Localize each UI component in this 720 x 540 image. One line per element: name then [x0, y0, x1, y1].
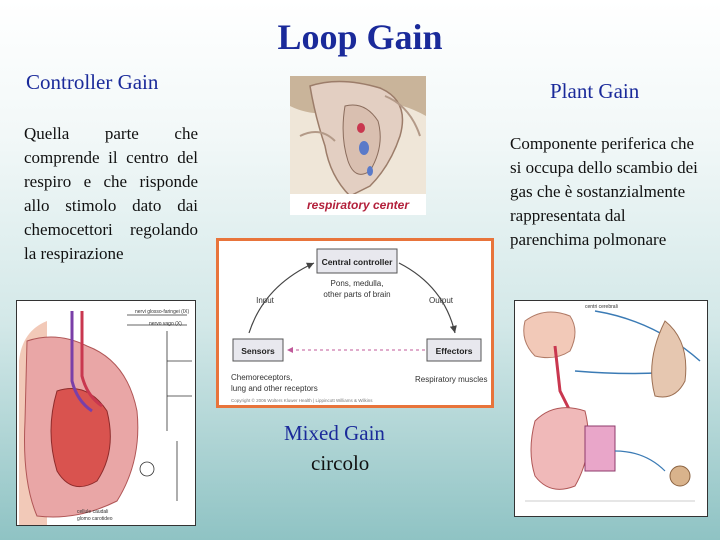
respiratory-system-image: centri cerebrali [514, 300, 708, 517]
mixed-gain-heading: Mixed Gain [284, 421, 385, 445]
brainstem-image: respiratory center [290, 76, 426, 215]
effectors-box [426, 338, 482, 362]
sensors-detail-line2: lung and other receptors [231, 384, 318, 393]
controller-detail-line2: other parts of brain [323, 290, 390, 299]
sensors-label: Sensors [241, 346, 275, 356]
brainstem-illustration: respiratory center [290, 76, 426, 215]
central-controller-label: Central controller [322, 257, 394, 267]
central-controller-box [316, 248, 398, 274]
plant-gain-heading: Plant Gain [550, 79, 640, 103]
sensors-detail-line1: Chemoreceptors, [231, 373, 292, 382]
effectors-label: Effectors [436, 346, 473, 356]
effectors-detail: Respiratory muscles [415, 375, 487, 384]
controller-gain-heading: Controller Gain [26, 70, 159, 94]
control-loop-diagram: Central controller Pons, medulla, other … [216, 238, 494, 408]
mixed-gain-subtitle: circolo [311, 451, 370, 475]
slide-title: Loop Gain [277, 17, 443, 57]
controller-gain-description: Quella parte che comprende il centro del… [24, 124, 198, 263]
lungs-label-top: centri cerebrali [585, 304, 618, 310]
chest-label-top: nervi glosso-faringei (IX) [135, 309, 190, 315]
chest-label-vagus: nervo vago (X) [149, 321, 182, 327]
plant-gain-description: Componente periferica che si occupa dell… [510, 134, 698, 249]
chest-chemoreceptor-image: nervi glosso-faringei (IX) nervo vago (X… [16, 300, 196, 526]
chest-label-bottom-line1: cellule caudali [77, 509, 108, 515]
respiratory-center-label: respiratory center [307, 198, 410, 212]
controller-detail-line1: Pons, medulla, [331, 279, 384, 288]
sensors-box [232, 338, 284, 362]
diagram-copyright: Copyright © 2006 Wolters Kluwer Health |… [231, 397, 373, 403]
chest-label-bottom-line2: glomo carotideo [77, 516, 113, 522]
